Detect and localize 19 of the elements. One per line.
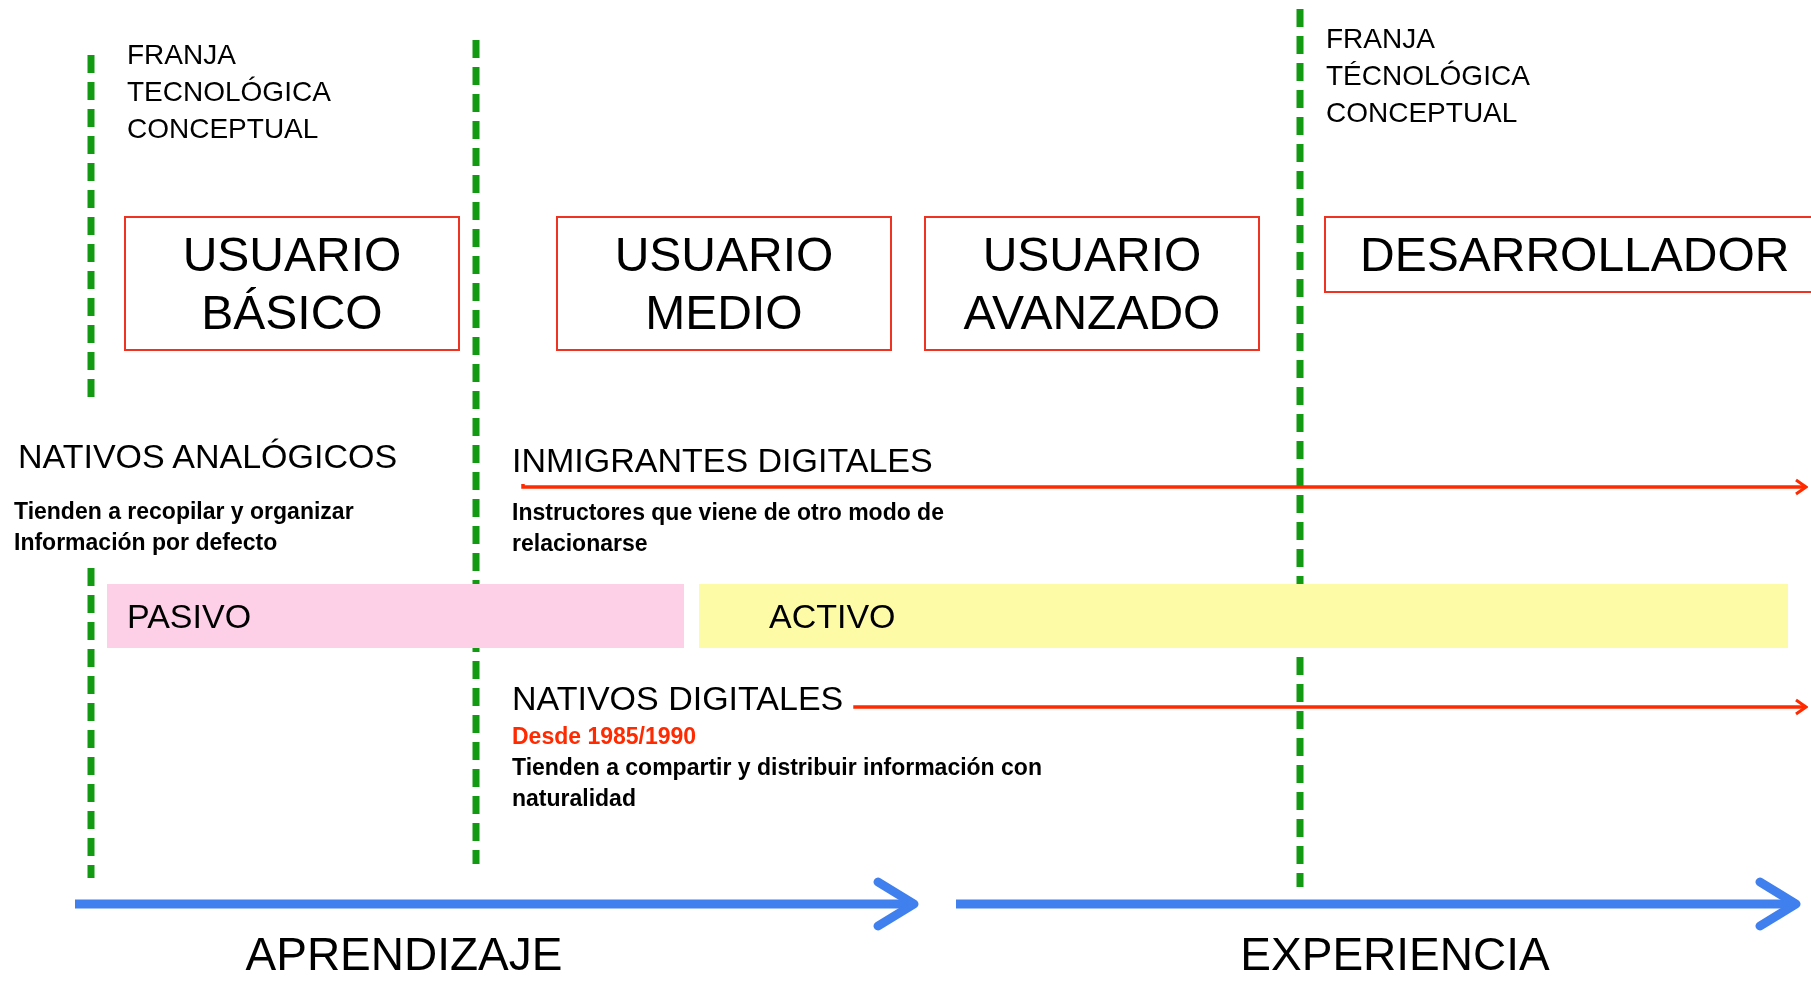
role-box: USUARIO MEDIO	[556, 216, 892, 351]
axis-label: EXPERIENCIA	[1239, 928, 1551, 980]
role-box: DESARROLLADOR	[1324, 216, 1811, 293]
group-heading: INMIGRANTES DIGITALES	[512, 440, 933, 484]
role-box: USUARIO AVANZADO	[924, 216, 1260, 351]
group-heading: NATIVOS ANALÓGICOS	[18, 436, 398, 476]
arrow	[521, 478, 1808, 496]
zone-label: FRANJA TÉCNOLÓGICA CONCEPTUAL	[1326, 22, 1530, 130]
date-note: Desde 1985/1990	[512, 722, 697, 751]
zone-label: FRANJA TECNOLÓGICA CONCEPTUAL	[127, 38, 331, 146]
group-description: Tienden a compartir y distribuir información con naturalidad	[512, 753, 1043, 813]
group-description: Tienden a recopilar y organizar Información por defecto	[14, 497, 355, 557]
group-heading: NATIVOS DIGITALES	[512, 678, 844, 720]
arrow	[853, 698, 1808, 716]
passive-band: PASIVO	[107, 584, 684, 648]
axis-label: APRENDIZAJE	[244, 928, 564, 980]
group-description: Instructores que viene de otro modo de relacionarse	[512, 498, 945, 558]
role-box: USUARIO BÁSICO	[124, 216, 460, 351]
active-band: ACTIVO	[699, 584, 1788, 648]
